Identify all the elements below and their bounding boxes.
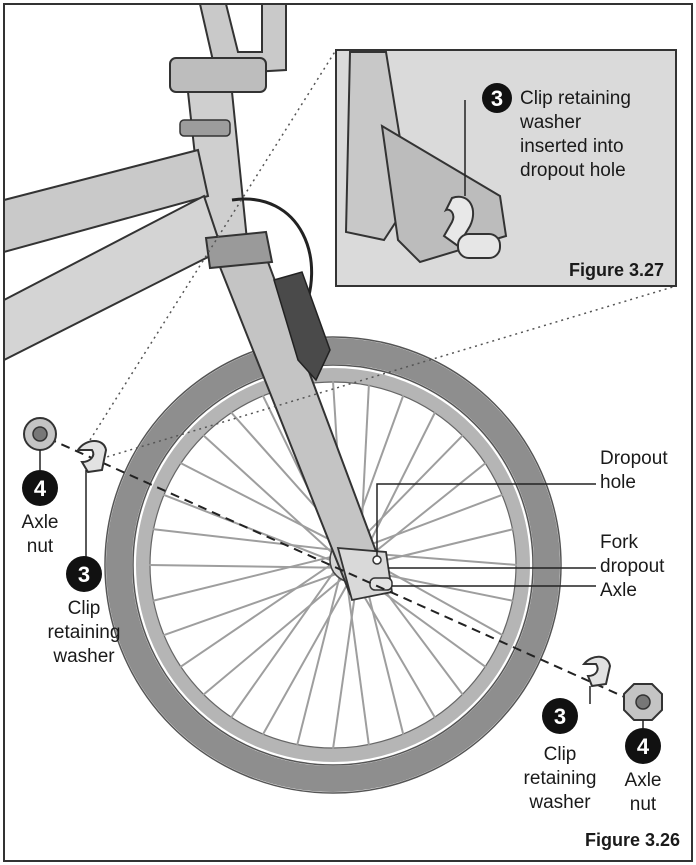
inset-caption-line-4: dropout hole [520,160,626,181]
spoke [148,564,353,569]
fork-dropout-label-2: dropout [600,556,665,577]
spoke [202,434,348,567]
inset-caption-line-2: washer [519,112,582,133]
callout-fork-dropout: Fork dropout [388,532,665,577]
dropout-hole-label-2: hole [600,472,636,493]
fork-crown [204,230,274,270]
tire-edge-outer [104,336,562,794]
spoke [179,461,357,554]
inset-badge-number: 3 [491,86,503,111]
dropout-hole-label-1: Dropout [600,448,668,469]
left-washer-badge-number: 3 [78,562,90,587]
left-nut-badge [22,470,58,506]
inset-clip-washer [442,195,475,248]
left-nut-label-2: nut [27,536,54,557]
callout-axle: Axle [392,580,637,601]
left-washer-label-3: washer [52,646,115,667]
left-clip-washer [76,440,108,474]
right-washer-group: 3 Clip retaining washer [524,655,612,813]
fork-dropout-label-1: Fork [600,532,639,553]
inset-badge [482,83,512,113]
spoke [179,552,348,669]
brake-caliper [273,271,331,382]
right-clip-washer [581,655,612,688]
right-nut-label-1: Axle [625,770,662,791]
right-washer-label-2: retaining [524,768,597,789]
main-figure-caption: Figure 3.26 [585,830,680,850]
inset-projection-top [89,49,337,441]
left-nut-label-1: Axle [22,512,59,533]
left-washer-label-1: Clip [68,598,101,619]
right-washer-label-3: washer [528,792,591,813]
left-washer-badge [66,556,102,592]
inset-caption-line-1: Clip retaining [520,88,631,109]
left-washer-group: 3 Clip retaining washer [48,440,121,667]
inset-caption-line-3: inserted into [520,136,624,157]
inset-figure: 3 Clip retaining washer inserted into dr… [335,49,677,287]
inset-figure-caption: Figure 3.27 [569,260,664,280]
axle-alignment-line [33,431,641,705]
spoke [348,493,504,554]
right-nut-badge-number: 4 [637,734,650,759]
right-washer-badge [542,698,578,734]
top-tube [3,148,210,254]
rim [136,368,530,762]
axle-end [369,577,393,591]
left-axle-nut-group: 4 Axle nut [22,417,59,557]
dropout-hole-leader [376,483,596,556]
callout-dropout-hole: Dropout hole [376,448,668,556]
tire [106,338,560,792]
spoke [152,528,354,554]
left-washer-label-2: retaining [48,622,121,643]
stem-clamp [169,57,267,93]
tire-edge-inner [132,364,534,766]
right-nut-badge [625,728,661,764]
inset-axle [457,233,501,259]
spoke [152,551,351,602]
spoke [162,566,356,637]
right-axle-nut-hole [635,694,651,710]
spoke [343,561,370,746]
right-nut-label-2: nut [630,794,657,815]
spoke [229,555,346,719]
spoke [356,461,487,568]
right-washer-badge-number: 3 [554,704,566,729]
spoke [296,558,346,746]
left-axle-nut-hole [32,426,48,442]
dropout-hole-mark [372,555,382,565]
right-axle-nut-group: 4 Axle nut [623,683,663,815]
left-nut-badge-number: 4 [34,476,47,501]
spoke [202,564,359,696]
axle-label: Axle [600,580,637,601]
headset-ring [179,119,231,137]
right-washer-label-1: Clip [544,744,577,765]
spoke [261,562,361,736]
